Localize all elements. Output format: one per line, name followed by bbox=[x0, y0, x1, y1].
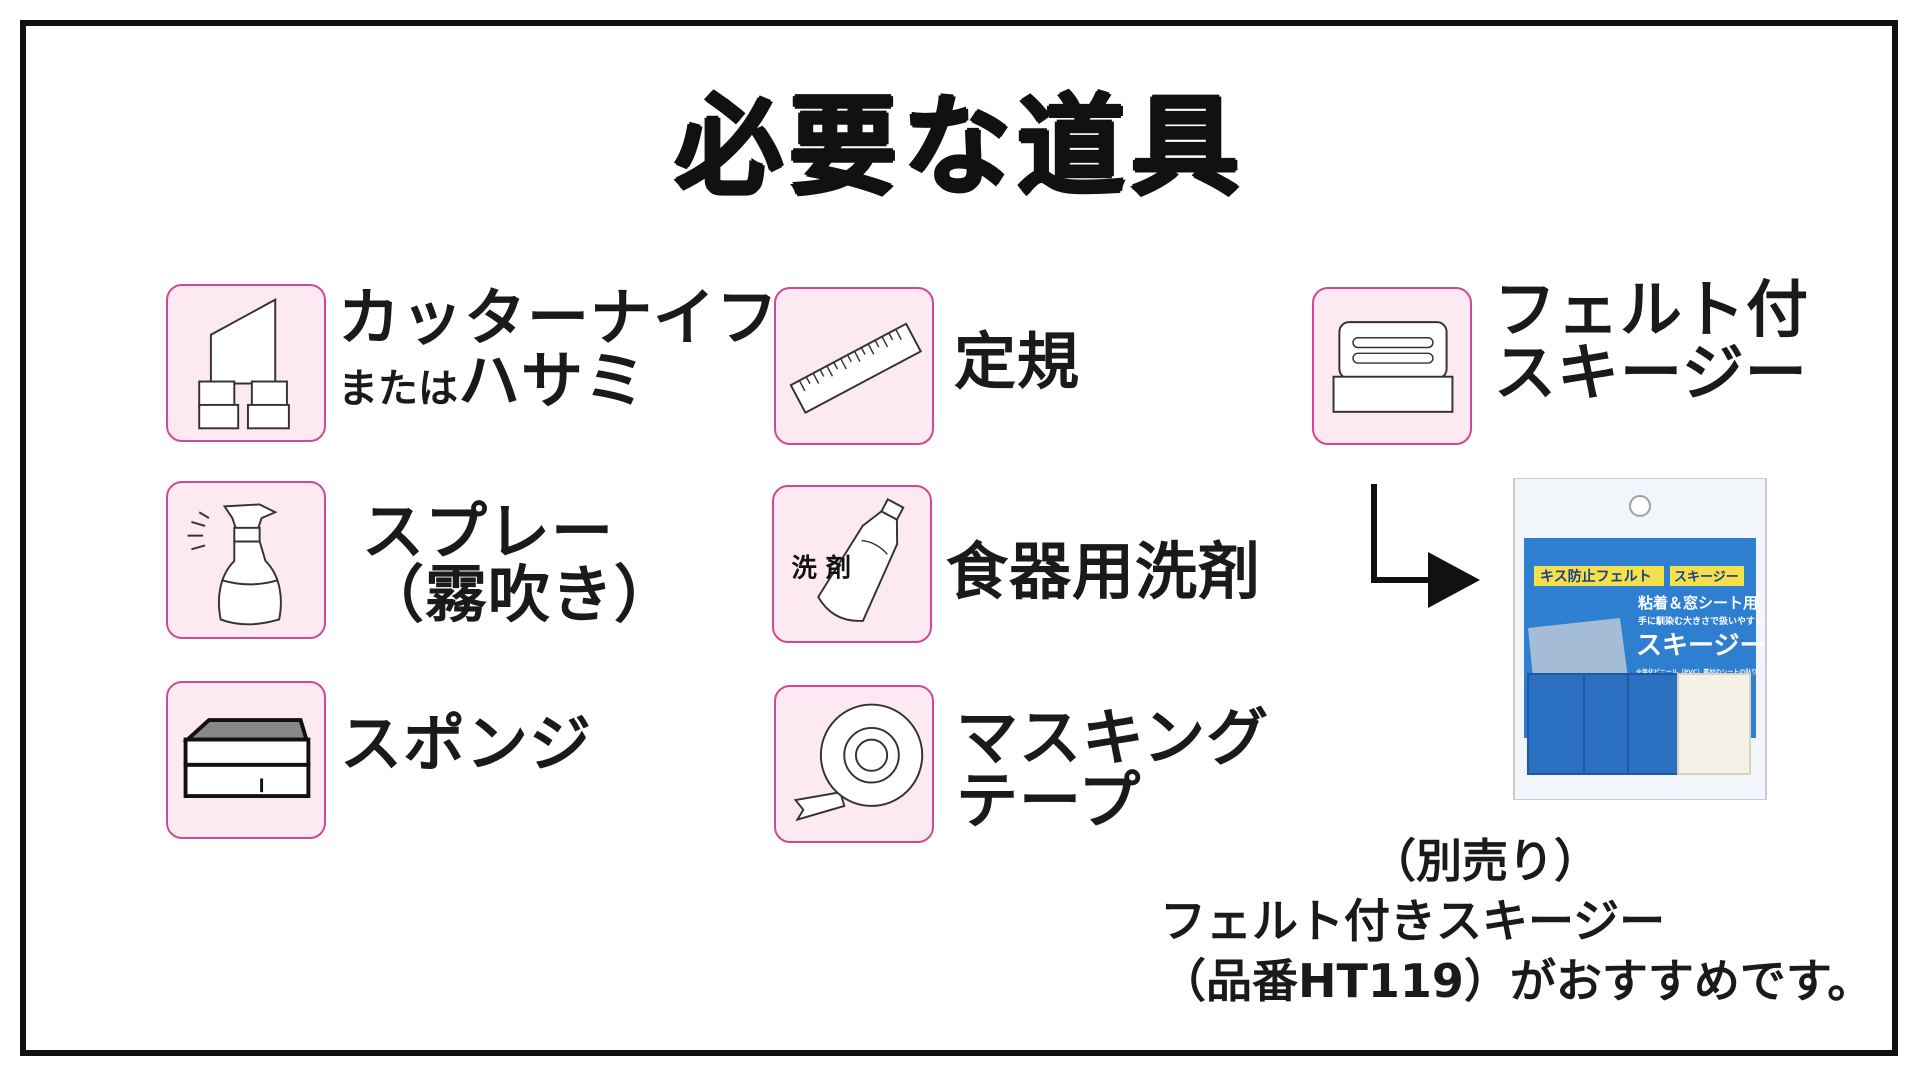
tape-label: マスキング テープ bbox=[956, 701, 1270, 838]
cutter-label-or: または bbox=[338, 366, 458, 413]
sponge-label: スポンジ bbox=[340, 712, 592, 775]
package-felt-strip bbox=[1677, 673, 1751, 775]
detergent-label: 食器用洗剤 bbox=[946, 540, 1261, 603]
tape-label-line2: テープ bbox=[956, 764, 1142, 838]
spray-label-line2: （霧吹き） bbox=[362, 558, 678, 632]
spray-label: スプレー （霧吹き） bbox=[362, 495, 678, 632]
squeegee-label-line2: スキージー bbox=[1494, 336, 1808, 410]
package-subtitle: 粘着＆窓シート用 bbox=[1638, 594, 1758, 612]
squeegee-label: フェルト付 スキージー bbox=[1494, 273, 1810, 410]
package-band-tag: スキージー bbox=[1674, 570, 1739, 585]
package-band-text: キス防止フェルト bbox=[1540, 568, 1652, 585]
tape-label-line1: マスキング bbox=[956, 701, 1270, 774]
detergent-label-line1: 食器用洗剤 bbox=[946, 535, 1262, 608]
cutter-label-scissors: ハサミ bbox=[458, 344, 648, 418]
ruler-label-line1: 定規 bbox=[954, 325, 1081, 398]
package-fine-print: ※塩化ビニール（PVC）素材のシートの貼り付けに最適なヘラです bbox=[1636, 668, 1770, 676]
package-squeegee-blade bbox=[1527, 673, 1679, 775]
cutter-label: カッターナイフ またはハサミ bbox=[338, 281, 780, 413]
cutter-icon bbox=[198, 298, 290, 430]
detergent-bottle-icon: 洗 剤 bbox=[792, 498, 905, 622]
package-big-text: スキージー bbox=[1636, 631, 1765, 661]
detergent-tile: 洗 剤 bbox=[772, 485, 932, 643]
note-line1: （別売り） bbox=[1370, 834, 1600, 888]
spray-bottle-icon bbox=[187, 503, 282, 626]
squeegee-tile bbox=[1312, 287, 1472, 445]
recommendation-note: （別売り） フェルト付きスキージー （品番HT119）がおすすめです。 bbox=[1160, 832, 1873, 1011]
squeegee-icon bbox=[1332, 321, 1454, 413]
ruler-tile bbox=[774, 287, 934, 445]
tape-tile bbox=[774, 685, 934, 843]
spray-tile bbox=[166, 481, 326, 639]
masking-tape-icon bbox=[793, 703, 924, 822]
package-tagline: 手に馴染む大きさで扱いやすい bbox=[1638, 615, 1764, 627]
spray-label-line1: スプレー bbox=[362, 495, 615, 568]
sponge-icon bbox=[182, 718, 311, 799]
detergent-icon-text: 洗 剤 bbox=[792, 553, 851, 583]
page-title: 必要な道具 bbox=[674, 85, 1245, 210]
cutter-tile bbox=[166, 284, 326, 442]
squeegee-package-image: キス防止フェルト スキージー 粘着＆窓シート用 手に馴染む大きさで扱いやすい ス… bbox=[1513, 478, 1770, 800]
sponge-tile bbox=[166, 681, 326, 839]
sponge-label-line1: スポンジ bbox=[340, 707, 593, 780]
note-line2: フェルト付きスキージー bbox=[1160, 893, 1666, 948]
ruler-label: 定規 bbox=[954, 330, 1080, 393]
note-line3: （品番HT119）がおすすめです。 bbox=[1160, 953, 1874, 1008]
ruler-icon bbox=[789, 322, 923, 414]
package-hand-photo bbox=[1528, 618, 1628, 688]
squeegee-label-line1: フェルト付 bbox=[1494, 273, 1810, 346]
arrow-right-icon bbox=[1371, 484, 1480, 608]
cutter-label-line1: カッターナイフ bbox=[338, 281, 780, 354]
